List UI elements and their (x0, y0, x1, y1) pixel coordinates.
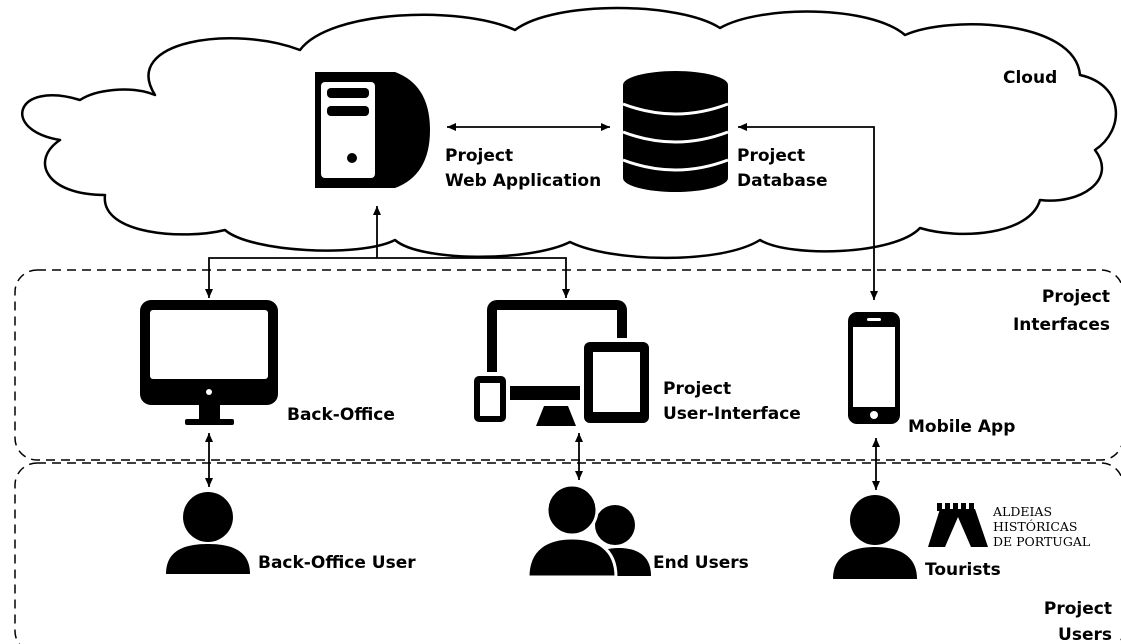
database-label-line2: Database (737, 171, 827, 191)
server-icon (315, 72, 430, 188)
devices-icon (470, 300, 653, 427)
ui-label-line1: Project (663, 379, 731, 399)
tourists-label: Tourists (925, 560, 1001, 580)
monitor-icon (140, 300, 278, 425)
backoffice-label: Back-Office (287, 405, 395, 425)
cloud-shape (20, 6, 1118, 260)
webapp-backoffice-arrow (205, 257, 377, 298)
database-icon (622, 71, 729, 192)
end-users-label: End Users (653, 553, 749, 573)
aldeias-logo: ALDEIAS HISTÓRICAS DE PORTUGAL (928, 503, 1090, 549)
webapp-ui-arrow (377, 257, 570, 298)
database-mobile-arrow (738, 123, 878, 300)
users-zone-label-line1: Project (1044, 599, 1112, 619)
interfaces-zone (14, 269, 1121, 461)
webapp-label-line2: Web Application (445, 171, 601, 191)
users-zone (14, 462, 1121, 644)
connectors (205, 123, 880, 490)
interfaces-zone-label-line2: Interfaces (1013, 315, 1110, 335)
logo-line-2: HISTÓRICAS (993, 518, 1078, 534)
tourist-icon (833, 495, 917, 579)
backoffice-user-icon (166, 492, 250, 574)
aldeias-logo-mark (928, 503, 988, 547)
users-zone-label-line2: Users (1058, 625, 1112, 644)
interfaces-zone-label-line1: Project (1042, 287, 1110, 307)
cloud-label: Cloud (1003, 68, 1057, 88)
backoffice-user-label: Back-Office User (258, 553, 416, 573)
logo-line-3: DE PORTUGAL (993, 534, 1090, 549)
webapp-label-line1: Project (445, 146, 513, 166)
end-users-icon (526, 483, 651, 579)
mobile-app-label: Mobile App (908, 417, 1015, 437)
ui-label-line2: User-Interface (663, 404, 801, 424)
database-label-line1: Project (737, 146, 805, 166)
logo-line-1: ALDEIAS (992, 504, 1052, 519)
smartphone-icon (848, 312, 900, 424)
